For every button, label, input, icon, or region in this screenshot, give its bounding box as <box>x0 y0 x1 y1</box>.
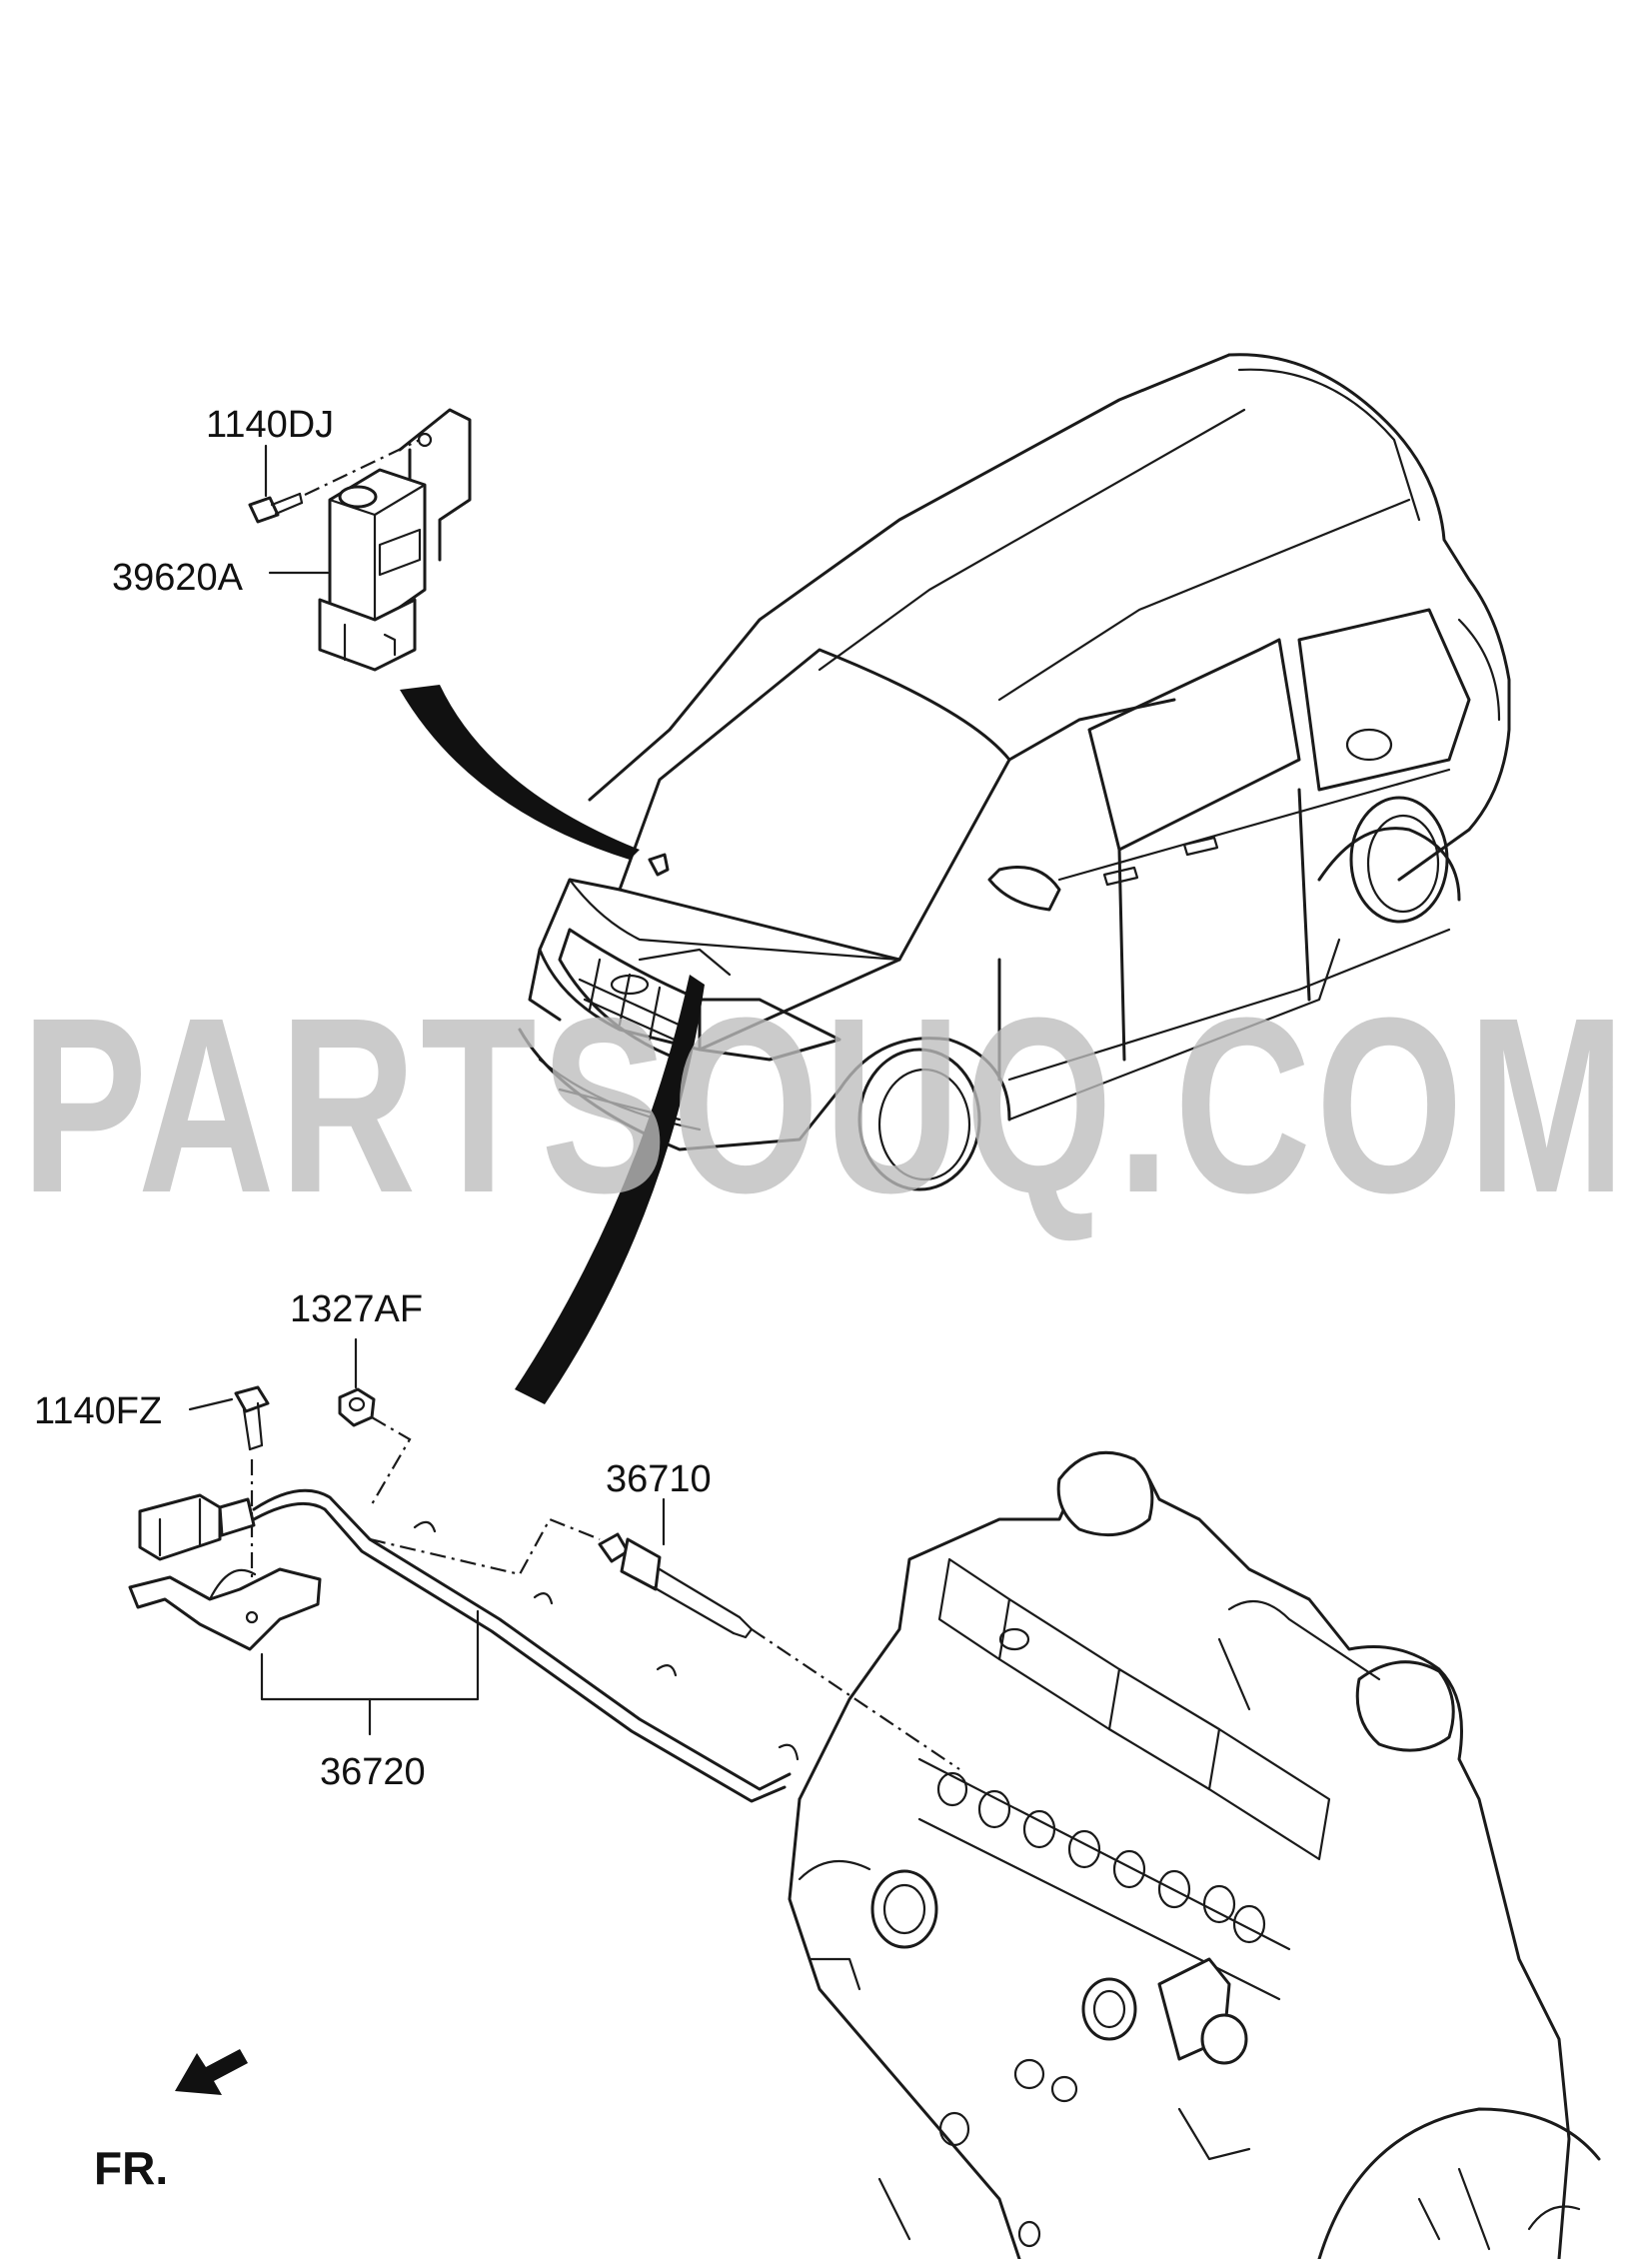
glow-plug <box>369 1517 960 1770</box>
engine-illustration <box>788 1450 1601 2259</box>
unit-bolt <box>248 439 421 524</box>
part-label-unit-bolt: 1140DJ <box>206 404 334 446</box>
leader-lines <box>188 444 666 1546</box>
harness-bolt <box>234 1385 270 1599</box>
glow-harness <box>128 1488 800 1803</box>
front-direction-indicator <box>175 2049 248 2095</box>
part-label-harness-bolt: 1140FZ <box>34 1390 162 1432</box>
callout-arrows <box>400 685 705 1404</box>
part-label-glow-control-unit: 39620A <box>112 557 244 599</box>
glow-control-unit <box>318 408 472 672</box>
front-arrow-icon <box>175 2049 248 2095</box>
watermark-text: PARTSOUQ.COM <box>21 966 1630 1244</box>
nut <box>338 1387 412 1505</box>
part-label-glow-plug: 36710 <box>606 1458 712 1500</box>
part-label-glow-harness: 36720 <box>320 1751 426 1793</box>
part-label-nut: 1327AF <box>290 1288 423 1330</box>
front-direction-label: FR. <box>94 2142 168 2194</box>
vehicle-illustration <box>518 353 1511 1191</box>
